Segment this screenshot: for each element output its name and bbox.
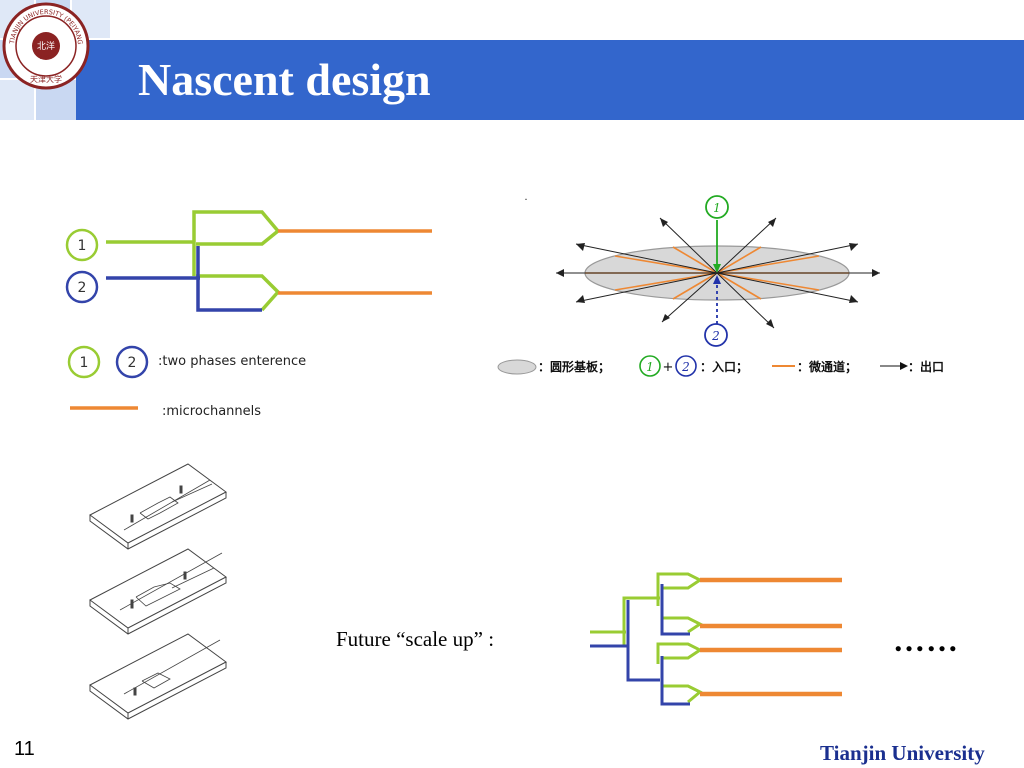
svg-text:1895: 1895 — [40, 55, 53, 61]
scale-up-tree — [590, 572, 842, 706]
svg-text:天津大学: 天津大学 — [30, 74, 62, 84]
svg-text:2: 2 — [681, 360, 690, 374]
chip-sketch-2 — [89, 548, 227, 635]
svg-text:北洋: 北洋 — [37, 40, 55, 52]
chip-sketch-3 — [89, 633, 227, 720]
radial-inlet-1-marker — [705, 195, 729, 219]
page-number: 11 — [14, 738, 35, 760]
university-seal-logo: TIANJIN UNIVERSITY (PEIYANG UNIVERSITY) … — [2, 2, 90, 90]
continuation-ellipsis: …… — [893, 622, 959, 658]
radial-legend: ：圆形基板； 1 + 2 ：入口； ：微通道； ：出口 — [497, 355, 944, 377]
legend-two-phases-label: :two phases enterence — [158, 354, 307, 369]
splitter-legend: 1 2 — [67, 345, 149, 410]
chip-sketch-1 — [89, 463, 227, 550]
scale-up-label: Future “scale up” : — [336, 627, 495, 651]
svg-text:1: 1 — [80, 355, 89, 371]
inlet-1-marker — [65, 228, 99, 262]
svg-text:1: 1 — [713, 201, 721, 215]
svg-text:：圆形基板；: ：圆形基板； — [538, 359, 610, 374]
svg-text:2: 2 — [711, 329, 720, 343]
radial-disc-diagram: · — [524, 192, 880, 347]
svg-text:1: 1 — [646, 360, 654, 374]
svg-text:：出口: ：出口 — [908, 359, 944, 374]
svg-text:2: 2 — [78, 280, 87, 296]
svg-text:+: + — [663, 360, 674, 375]
title-bar — [76, 40, 1024, 120]
svg-text:2: 2 — [128, 355, 137, 371]
splitter-diagram: 1 2 — [65, 210, 432, 312]
svg-text:1: 1 — [78, 238, 87, 254]
slide-title: Nascent design — [138, 54, 431, 105]
svg-text:：入口；: ：入口； — [700, 360, 748, 374]
inlet-2-marker — [65, 270, 99, 304]
isometric-chip-sketches — [89, 463, 227, 720]
svg-text:·: · — [524, 192, 528, 206]
legend-microchannels-label: :microchannels — [162, 404, 262, 419]
svg-text:：微通道；: ：微通道； — [797, 359, 857, 374]
footer-university-name: Tianjin University — [820, 741, 985, 765]
radial-inlet-2-marker — [704, 323, 728, 347]
